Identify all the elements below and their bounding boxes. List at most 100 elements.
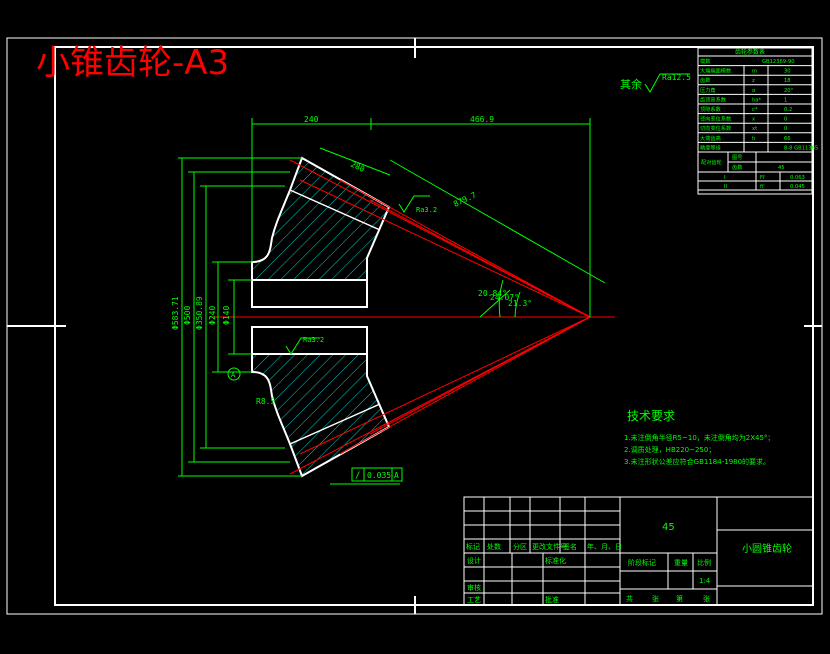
params-row-value: 0: [784, 126, 787, 132]
centering-marks: [7, 38, 822, 614]
title-sheet-label2: 张: [703, 594, 710, 603]
params-pair-value: 45: [778, 165, 785, 171]
dim-diameter-4: Φ240: [208, 306, 217, 325]
title-stage: 阶段标记: [628, 558, 656, 567]
title-sheet-total: 共: [626, 594, 633, 603]
tech-item-2: 2.调质处理，HB220~250；: [624, 445, 715, 454]
gear-section-upper: [251, 156, 391, 308]
tolerance-datum: A: [394, 471, 399, 480]
dim-distance-right: 466.9: [470, 115, 494, 124]
dimension-texts: 240 466.9 280 879.7 20.84° 24.07° 21.3° …: [171, 115, 532, 406]
title-weight: 重量: [674, 559, 688, 567]
params-pair-sub2: 齿数: [732, 163, 743, 171]
dim-width-left: 240: [304, 115, 319, 124]
params-extra-symbol: Fi': [760, 175, 765, 181]
params-row-value: 1: [784, 97, 787, 103]
dim-diameter-2: Φ500: [183, 306, 192, 325]
drawing-title: 小锥齿轮-A3: [36, 43, 229, 83]
params-row-symbol: h: [752, 136, 755, 142]
params-row-name: 大端齿高: [700, 134, 721, 142]
params-row-value: 18: [784, 78, 791, 84]
params-row-symbol: m: [752, 69, 757, 75]
title-block: [463, 496, 814, 606]
params-row-name: 齿顶高系数: [700, 95, 727, 103]
params-extra-symbol: fi': [760, 184, 765, 190]
tolerance-value: 0.035: [367, 471, 391, 480]
params-row-symbol: GB12369-90: [762, 59, 795, 65]
params-table: [697, 47, 813, 195]
params-row-name: 切向变位系数: [700, 124, 732, 132]
dim-angle-1: 20.84°: [478, 289, 507, 298]
dim-face-width: 280: [349, 160, 366, 174]
tech-requirements: 技术要求 1.未注倒角半径R5~10，未注倒角均为2X45°； 2.调质处理，H…: [624, 409, 774, 466]
tolerance-symbol: /: [355, 471, 360, 481]
tech-item-1: 1.未注倒角半径R5~10，未注倒角均为2X45°；: [624, 433, 774, 442]
params-row-value: 0.2: [784, 107, 792, 113]
roughness-surface-1: Ra3.2: [416, 206, 437, 214]
roughness-symbols: [285, 73, 690, 355]
params-pair-sub1: 图号: [732, 154, 742, 161]
params-row-symbol: x: [752, 117, 755, 123]
params-row-value: 30: [784, 69, 791, 75]
title-col-mark: 标记: [466, 542, 480, 551]
title-col-file: 更改文件号: [532, 542, 567, 551]
params-extra-value: 0.063: [790, 175, 805, 181]
params-table-title: 齿轮参数表: [735, 48, 765, 56]
dim-fillet: R8.5: [256, 397, 275, 406]
params-row-name: 压力角: [700, 86, 716, 94]
roughness-rest-value: Ra12.5: [662, 73, 691, 82]
params-row-value: 20°: [784, 88, 794, 94]
dim-diameter-outer: Φ583.71: [171, 296, 180, 330]
params-extra-value: 0.045: [790, 184, 805, 190]
tech-title: 技术要求: [627, 409, 675, 423]
params-row-name: 顶隙系数: [700, 105, 722, 113]
params-row-value: 0: [784, 117, 787, 123]
params-table-cells: 模数 GB12369-90 大端端面模数 m 30 齿数 z 18 压力角 α 20° 齿顶高系数 ha…: [700, 57, 818, 190]
params-row-name: 精度等级: [700, 143, 721, 151]
title-sheet-no: 第: [676, 594, 683, 603]
title-designer: 设计: [467, 556, 481, 565]
params-row-name: 大端端面模数: [700, 67, 732, 75]
tech-item-3: 3.未注形状公差应符合GB1184-1980的要求。: [624, 457, 770, 466]
roughness-rest-label: 其余: [620, 77, 642, 91]
title-approve: 批准: [545, 595, 559, 604]
params-row-symbol: c*: [752, 107, 758, 113]
title-checker: 审核: [467, 583, 481, 592]
title-standard: 标准化: [545, 556, 566, 565]
params-pair-label: 配对齿轮: [701, 158, 722, 166]
params-extra-name: II: [724, 184, 728, 190]
dim-angle-3: 21.3°: [508, 299, 532, 308]
center-lines: [210, 159, 615, 475]
dim-cone-distance: 879.7: [452, 190, 478, 208]
params-row-symbol: z: [752, 78, 755, 84]
title-material: 45: [662, 522, 675, 533]
title-part-name: 小圆锥齿轮: [742, 542, 792, 555]
title-scale-label: 比例: [697, 558, 711, 567]
params-row-value: 66: [784, 136, 791, 142]
params-row-name: 齿数: [700, 76, 711, 84]
dim-angle-2: 24.07°: [490, 293, 519, 302]
title-process: 工艺: [467, 596, 481, 604]
tolerance-frame: / 0.035 A: [351, 467, 403, 482]
dimension-lines: [178, 118, 606, 485]
dim-diameter-bore: Φ140: [222, 306, 231, 325]
title-block-texts: 45 小圆锥齿轮 标记 处数 分区 更改文件号 签名 年、月、日 设计 标准化 …: [466, 522, 792, 604]
title-col-date: 年、月、日: [587, 542, 622, 551]
title-col-count: 处数: [487, 542, 501, 551]
params-row-symbol: α: [752, 88, 756, 94]
title-scale-value: 1:4: [699, 577, 711, 585]
roughness-surface-2: Ra3.2: [303, 336, 324, 344]
params-row-symbol: ha*: [752, 97, 761, 103]
params-row-name: 模数: [700, 57, 711, 65]
title-sheet-label: 张: [652, 594, 659, 603]
dim-diameter-3: Φ350.89: [195, 296, 204, 330]
params-row-name: 径向变位系数: [700, 115, 732, 123]
datum-circle: [227, 367, 241, 381]
params-row-value: 8-8 GB11365: [784, 145, 818, 151]
params-extra-name: I: [724, 175, 726, 181]
title-col-zone: 分区: [513, 542, 527, 551]
params-row-symbol: xt: [752, 126, 757, 132]
title-col-sign: 签名: [563, 542, 577, 551]
datum-label: A: [231, 371, 236, 379]
